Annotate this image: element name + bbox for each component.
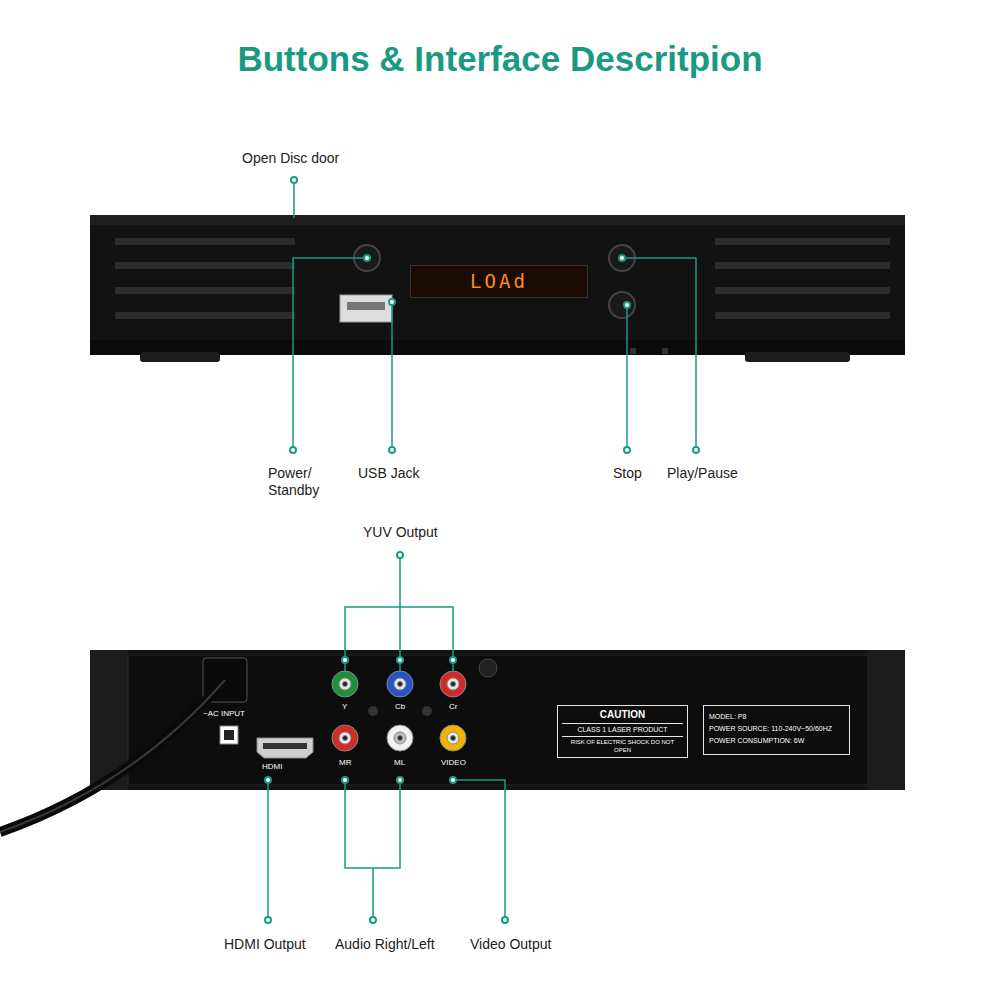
feet <box>140 352 850 362</box>
sticker-text: CLASS 1 LASER PRODUCT <box>562 724 683 738</box>
callout-label: Power/ Standby <box>268 465 330 499</box>
usb-port <box>340 295 392 322</box>
callout-label: USB Jack <box>358 465 419 482</box>
sticker-text: CAUTION <box>562 709 683 724</box>
callout-label: HDMI <box>262 762 282 772</box>
sticker-text: MODEL: P8 <box>709 713 844 722</box>
rca-jacks <box>332 671 466 751</box>
callout-label: VIDEO <box>441 758 466 768</box>
callout-label: Play/Pause <box>667 465 738 482</box>
leader-dots-back <box>265 552 508 923</box>
leader-lines-back <box>268 555 505 920</box>
callout-label: Video Output <box>470 936 551 953</box>
optical-port <box>220 726 238 744</box>
callout-label: Audio Right/Left <box>335 936 435 953</box>
callout-label: ML <box>394 758 405 768</box>
model-sticker: MODEL: P8 POWER SOURCE: 110-240V~50/60HZ P… <box>703 705 850 755</box>
caution-sticker: CAUTIONCLASS 1 LASER PRODUCTRISK OF ELEC… <box>557 705 688 758</box>
front-vents <box>115 238 890 319</box>
hdmi-port <box>257 738 313 758</box>
back-housing <box>90 650 905 790</box>
callout-label: MR <box>339 758 351 768</box>
front-top-edge <box>90 215 905 225</box>
callout-label: Open Disc door <box>242 150 339 167</box>
callout-label: ~AC INPUT <box>203 709 245 719</box>
callout-label: HDMI Output <box>224 936 306 953</box>
callout-label: Stop <box>613 465 642 482</box>
power-cord <box>0 680 225 832</box>
sticker-text: POWER SOURCE: 110-240V~50/60HZ <box>709 725 844 734</box>
page-title: Buttons & Interface Descritpion <box>0 38 1000 80</box>
leader-dots <box>290 177 699 453</box>
front-buttons <box>354 245 635 318</box>
callout-label: Cb <box>395 702 405 712</box>
led-display: LOAd <box>410 265 588 298</box>
leader-lines <box>293 180 696 450</box>
sticker-text: RISK OF ELECTRIC SHOCK DO NOT OPEN <box>562 737 683 754</box>
front-housing <box>90 215 905 355</box>
callout-label: Cr <box>449 702 457 712</box>
sticker-text: LOAd <box>415 270 583 293</box>
callout-label: YUV Output <box>363 524 438 541</box>
callout-label: Y <box>342 702 347 712</box>
sticker-text: POWER CONSUMPTION: 6W <box>709 737 844 746</box>
